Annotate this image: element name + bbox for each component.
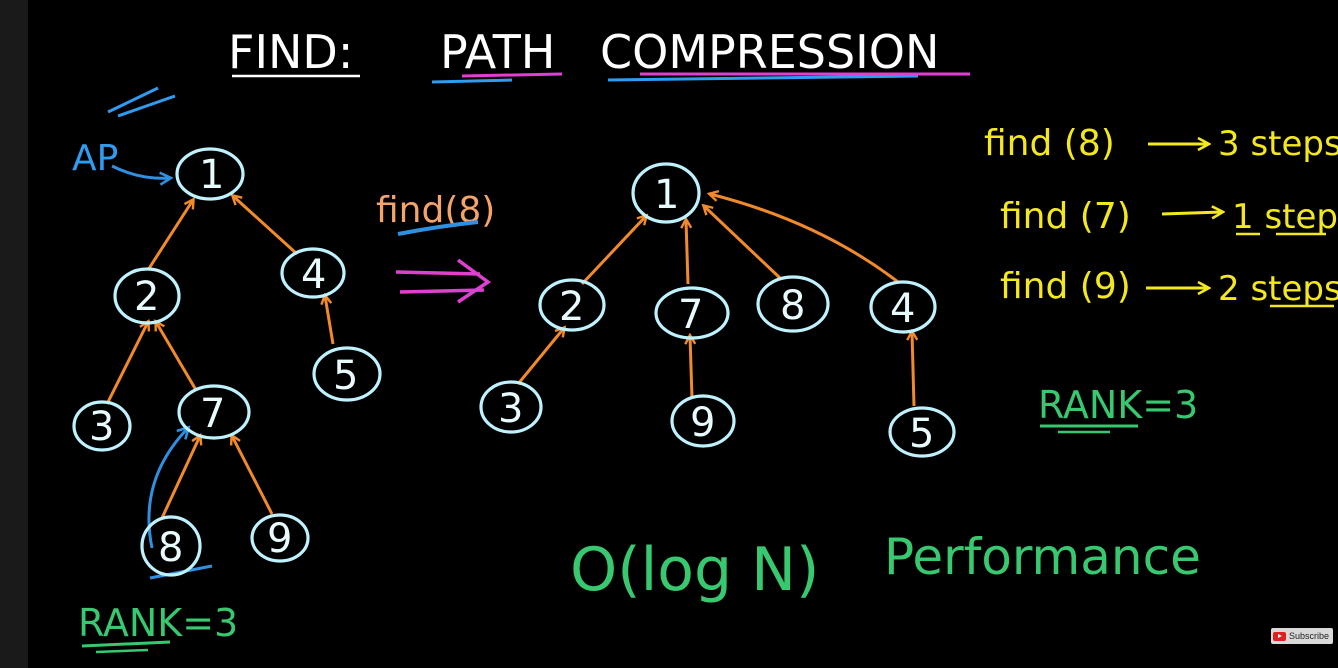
step-result: 3 steps (1218, 124, 1338, 164)
svg-text:4: 4 (890, 286, 915, 332)
node-3: 3 (479, 380, 543, 434)
node-8: 8 (140, 515, 202, 577)
subscribe-button[interactable]: Subscribe (1271, 628, 1334, 644)
complexity-label: O(log N) (570, 535, 819, 605)
step-result: 2 steps (1218, 269, 1338, 309)
svg-text:2: 2 (559, 284, 584, 330)
node-5: 5 (312, 346, 382, 402)
tree-before: 1 2 4 5 3 7 8 9 (72, 147, 382, 580)
step-row: find (9) 2 steps (1000, 266, 1338, 309)
step-row: find (7) 1 step (1000, 196, 1338, 237)
node-1: 1 (175, 147, 245, 201)
transform-arrow (395, 258, 492, 304)
node-4: 4 (280, 247, 346, 299)
title-path: PATH (440, 25, 555, 79)
step-call: find (9) (1000, 266, 1131, 307)
step-counts: find (8) 3 steps find (7) 1 step find (9… (984, 123, 1338, 309)
svg-text:9: 9 (690, 400, 715, 446)
node-7: 7 (654, 286, 730, 340)
svg-text:4: 4 (301, 252, 326, 298)
title: FIND: PATH COMPRESSION (228, 25, 970, 84)
find-call-label: find(8) (376, 190, 495, 231)
step-row: find (8) 3 steps (984, 123, 1338, 164)
step-call: find (8) (984, 123, 1115, 164)
svg-text:1: 1 (199, 152, 224, 198)
node-2: 2 (113, 267, 181, 325)
step-call: find (7) (1000, 196, 1131, 237)
ap-label: AP (72, 138, 118, 179)
node-9: 9 (670, 394, 736, 448)
node-2: 2 (538, 278, 606, 332)
youtube-icon (1273, 631, 1286, 641)
node-4: 4 (869, 280, 937, 334)
rank-left-label: RANK=3 (78, 601, 238, 645)
svg-text:3: 3 (498, 386, 523, 432)
ap-arrow (111, 164, 170, 178)
svg-text:3: 3 (89, 404, 114, 450)
svg-text:9: 9 (267, 516, 292, 562)
step-result: 1 step (1232, 197, 1338, 237)
svg-text:7: 7 (200, 391, 225, 437)
title-find: FIND: (228, 25, 353, 79)
svg-text:2: 2 (134, 274, 159, 320)
subscribe-label: Subscribe (1289, 631, 1330, 641)
node-9: 9 (250, 513, 310, 563)
performance-label: Performance (884, 528, 1201, 586)
title-compression: COMPRESSION (600, 25, 939, 79)
left-margin (0, 0, 28, 668)
svg-text:5: 5 (333, 353, 358, 399)
svg-text:1: 1 (654, 172, 679, 218)
tree-after: 1 2 7 8 4 3 9 5 (479, 162, 956, 458)
svg-text:8: 8 (780, 283, 805, 329)
node-5: 5 (888, 406, 956, 458)
node-7: 7 (177, 384, 251, 440)
check-marks (107, 86, 176, 118)
svg-text:5: 5 (909, 411, 934, 457)
rank-left-underline (81, 640, 171, 648)
node-8: 8 (756, 275, 830, 333)
svg-text:8: 8 (158, 525, 183, 571)
node-1: 1 (631, 162, 701, 224)
find-call-underline (397, 220, 479, 236)
node-3: 3 (72, 400, 132, 452)
svg-text:7: 7 (678, 292, 703, 338)
rank-right-label: RANK=3 (1038, 383, 1198, 427)
